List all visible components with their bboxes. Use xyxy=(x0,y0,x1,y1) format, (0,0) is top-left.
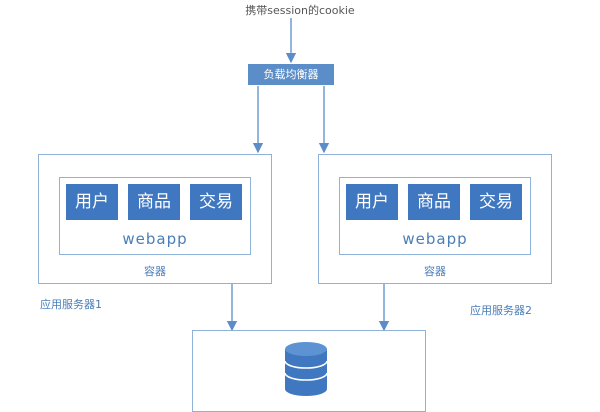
webapp-label-2: webapp xyxy=(402,230,468,248)
database-icon xyxy=(284,342,328,396)
module-trade-2: 交易 xyxy=(470,184,522,220)
webapp-label-1: webapp xyxy=(122,230,188,248)
server-2: 用户 商品 交易 webapp 容器 xyxy=(318,154,552,284)
server-1: 用户 商品 交易 webapp 容器 xyxy=(38,154,272,284)
module-user-1: 用户 xyxy=(66,184,118,220)
server-label-2: 应用服务器2 xyxy=(470,304,532,317)
module-product-1: 商品 xyxy=(128,184,180,220)
server-label-1: 应用服务器1 xyxy=(40,298,102,311)
webapp-box-1: 用户 商品 交易 webapp xyxy=(59,177,251,255)
module-user-2: 用户 xyxy=(346,184,398,220)
webapp-box-2: 用户 商品 交易 webapp xyxy=(339,177,531,255)
module-trade-1: 交易 xyxy=(190,184,242,220)
container-label-2: 容器 xyxy=(424,265,446,278)
module-product-2: 商品 xyxy=(408,184,460,220)
database-box xyxy=(192,330,426,412)
top-label: 携带session的cookie xyxy=(245,4,355,17)
container-label-1: 容器 xyxy=(144,265,166,278)
load-balancer: 负载均衡器 xyxy=(248,64,334,85)
